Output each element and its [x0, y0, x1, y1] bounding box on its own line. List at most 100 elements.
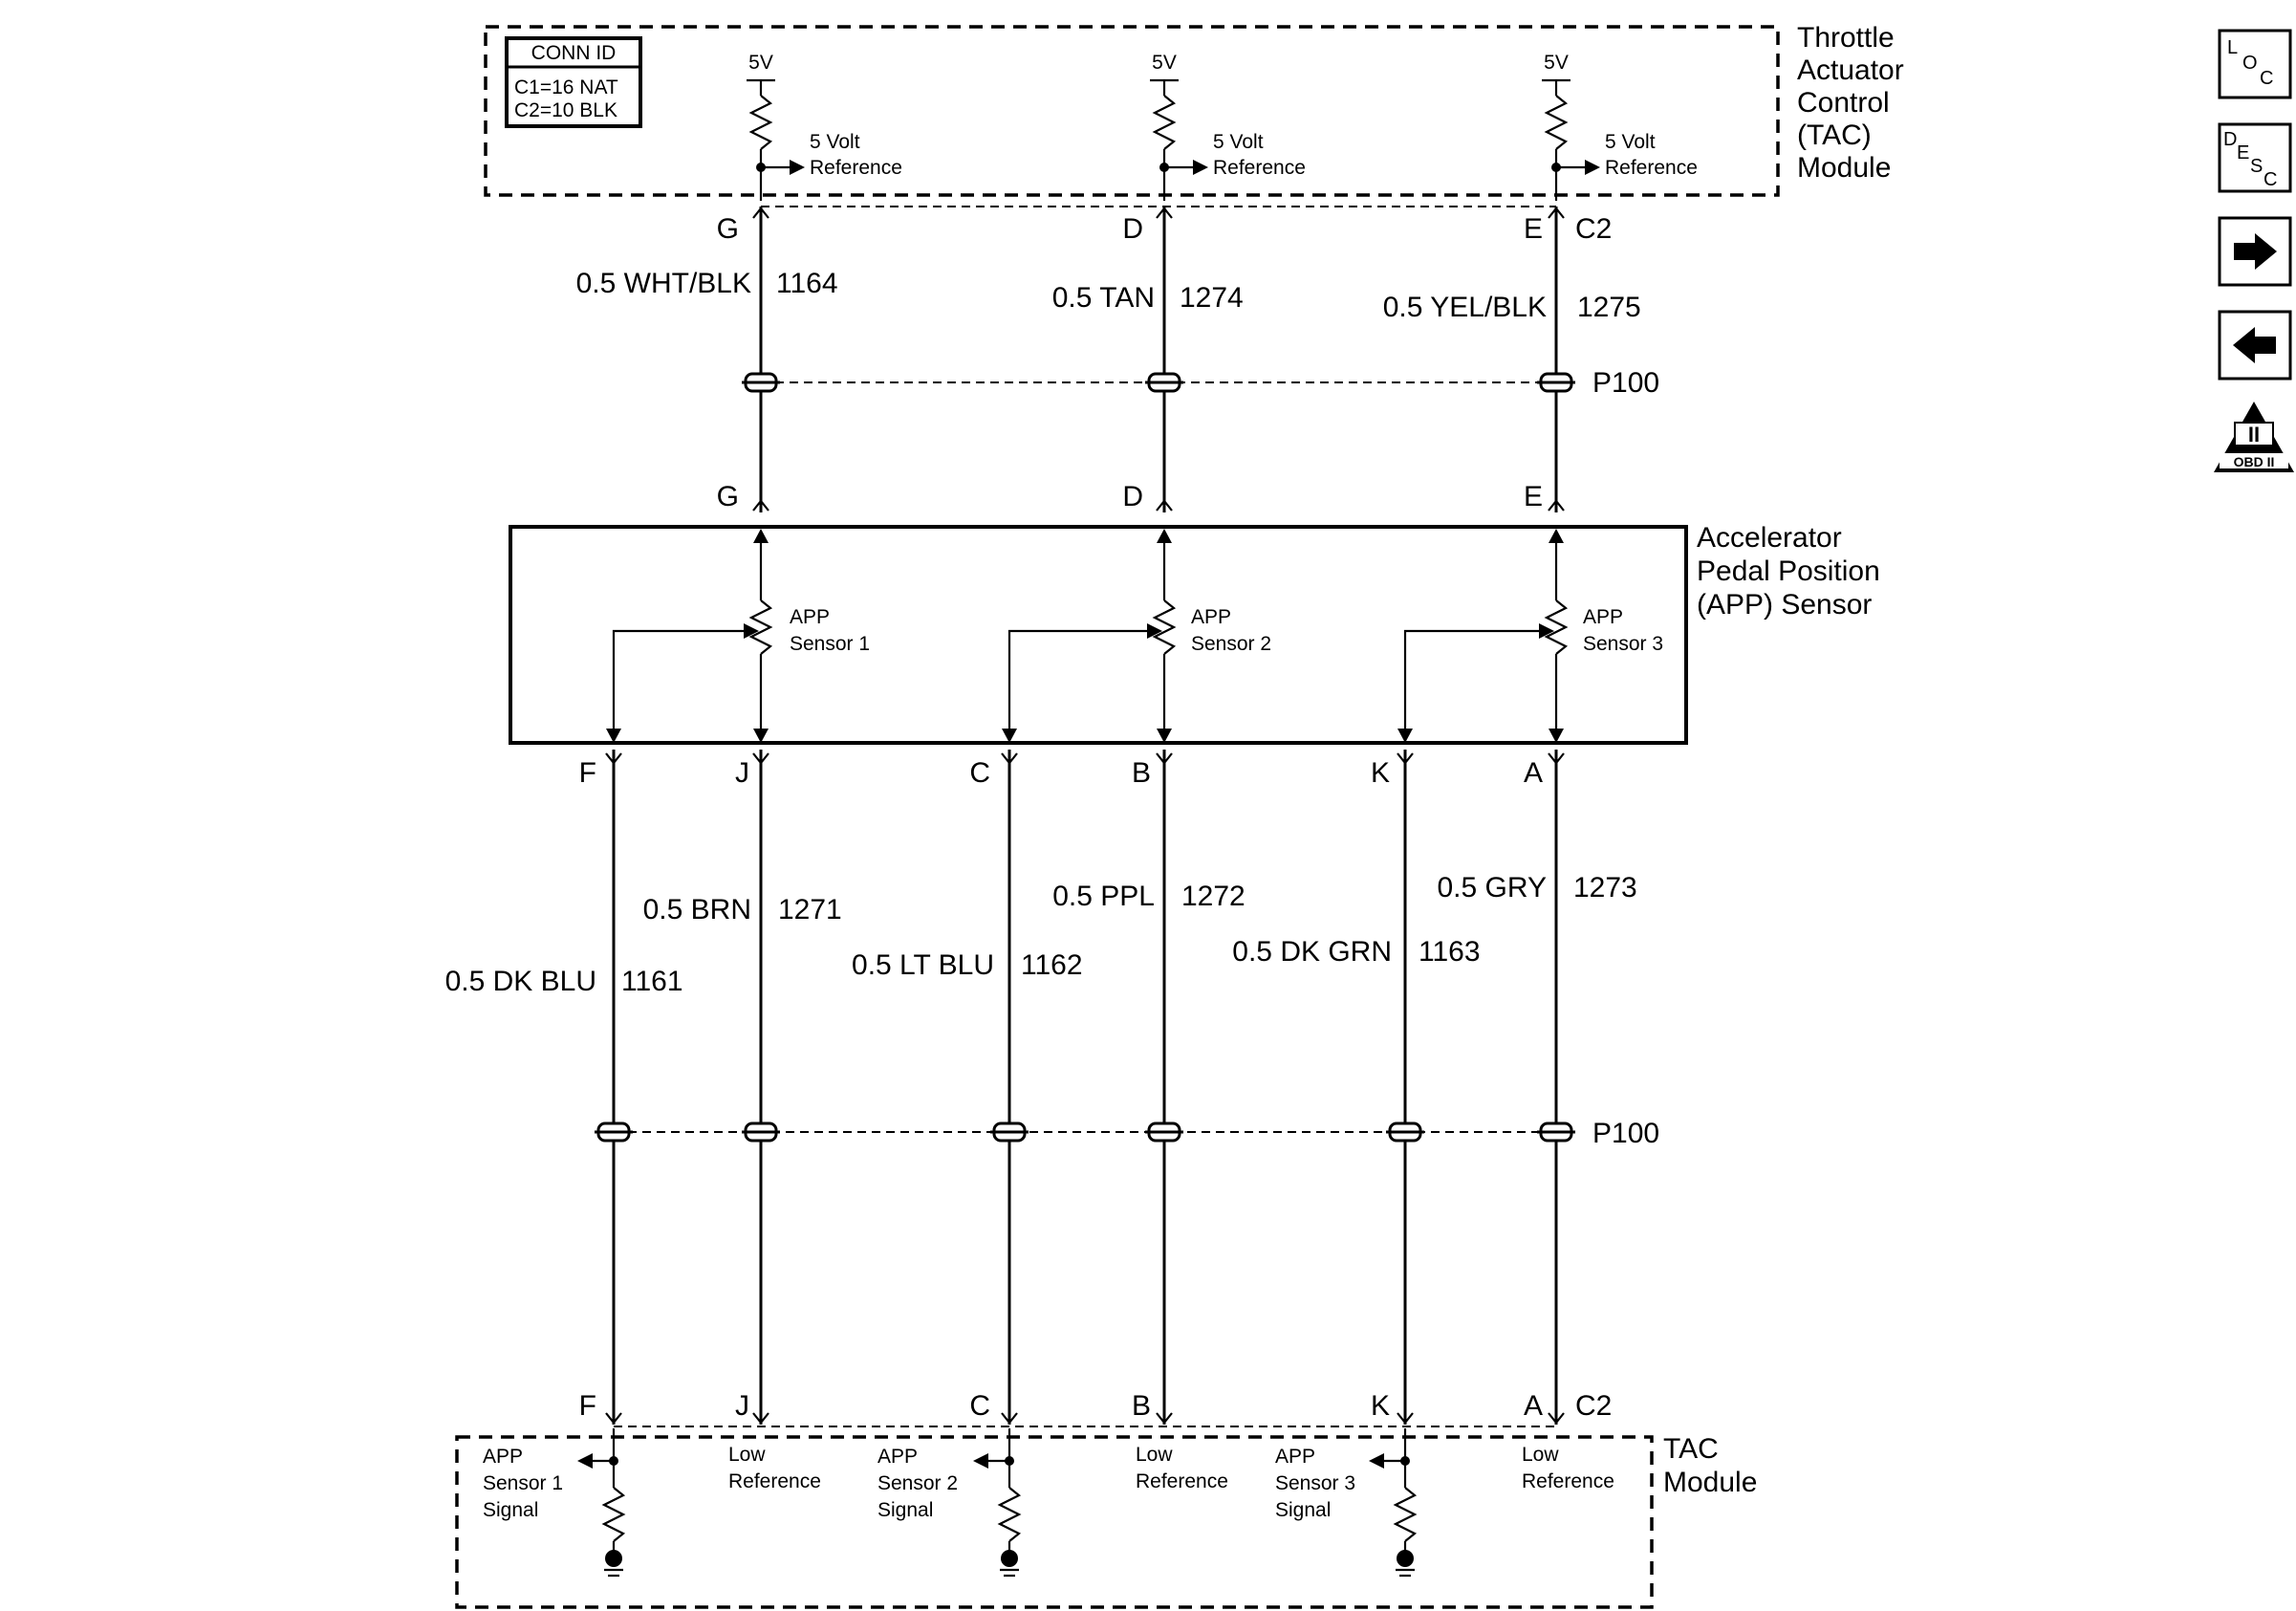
low-ref-3-line2: Reference	[1522, 1470, 1614, 1492]
pin-app-e: E	[1524, 481, 1543, 512]
wire-bottom-j: J 0.5 BRN 1271 J	[643, 750, 842, 1425]
app-sensor-1-line2: Sensor 1	[790, 633, 870, 655]
pin-tac-j: J	[735, 1390, 749, 1422]
back-button[interactable]	[2218, 310, 2292, 381]
pin-top-e: E	[1524, 213, 1543, 245]
app-sensor-2-line2: Sensor 2	[1191, 633, 1271, 655]
desc-d: D	[2223, 129, 2237, 150]
circuit-1274: 1274	[1180, 282, 1244, 314]
tac-signal-1-line3: Signal	[483, 1499, 538, 1521]
loc-button[interactable]: L O C	[2218, 29, 2292, 99]
pin-app-j: J	[735, 757, 749, 789]
wire-bottom-b: B 0.5 PPL 1272 B	[1052, 750, 1245, 1425]
circuit-1273: 1273	[1573, 872, 1637, 903]
wire-bottom-c: C 0.5 LT BLU 1162 C	[852, 750, 1083, 1425]
top-wires: G 0.5 WHT/BLK 1164 G D 0.5 TAN 1274 D E …	[576, 207, 1659, 512]
bottom-wires: F 0.5 DK BLU 1161 F J 0.5 BRN 1271 J C 0…	[445, 750, 1659, 1427]
tac-bottom-title-line-1: TAC	[1663, 1433, 1719, 1465]
ref-label-1-line2: Reference	[810, 157, 902, 179]
ref-label-2-line2: Reference	[1213, 157, 1306, 179]
tac-top-title-line-3: Control	[1797, 87, 1890, 119]
splice-label-bottom: P100	[1592, 1118, 1659, 1149]
ref-circuit-1: 5V 5 Volt Reference	[747, 52, 902, 201]
app-sensor-3-line1: APP	[1583, 606, 1623, 628]
circuit-1163: 1163	[1419, 936, 1481, 968]
loc-c: C	[2260, 68, 2273, 89]
app-sensor-3-line2: Sensor 3	[1583, 633, 1663, 655]
circuit-1164: 1164	[776, 268, 838, 299]
app-sensor-3: APP Sensor 3	[1397, 529, 1663, 743]
tac-signal-2-line1: APP	[877, 1446, 918, 1468]
desc-button[interactable]: D E S C	[2218, 122, 2292, 193]
app-sensor-2-line1: APP	[1191, 606, 1231, 628]
low-ref-2-line2: Reference	[1136, 1470, 1228, 1492]
pin-tac-b: B	[1132, 1390, 1151, 1422]
tac-signal-3-line2: Sensor 3	[1275, 1472, 1355, 1494]
ref-label-1-line1: 5 Volt	[810, 131, 860, 153]
arrow-right-icon	[2234, 233, 2277, 270]
splice-label-top: P100	[1592, 367, 1659, 399]
splice-p100-top: P100	[742, 367, 1659, 399]
loc-o: O	[2242, 53, 2258, 74]
tac-signal-1: APP Sensor 1 Signal	[483, 1428, 626, 1578]
obd-numeral: II	[2248, 423, 2260, 446]
tac-top-title-line-2: Actuator	[1797, 54, 1904, 86]
wire-top-g: G 0.5 WHT/BLK 1164 G	[576, 207, 838, 512]
supply-5v-1: 5V	[748, 52, 773, 74]
desc-e: E	[2237, 142, 2249, 163]
obd-ii-button[interactable]: II OBD II	[2214, 402, 2294, 472]
conn-id-c2: C2=10 BLK	[514, 99, 617, 121]
conn-id-box: CONN ID C1=16 NAT C2=10 BLK	[505, 36, 642, 128]
tac-signal-2: APP Sensor 2 Signal	[877, 1428, 1022, 1578]
ref-circuit-3: 5V 5 Volt Reference	[1542, 52, 1698, 201]
app-sensor-1: APP Sensor 1	[606, 529, 870, 743]
nav-toolbar: L O C D E S C II	[2214, 29, 2294, 472]
wire-bottom-f: F 0.5 DK BLU 1161 F	[445, 750, 683, 1425]
pin-app-d: D	[1122, 481, 1143, 512]
app-title-line-2: Pedal Position	[1697, 555, 1880, 587]
wire-color-1273: 0.5 GRY	[1437, 872, 1547, 903]
circuit-1272: 1272	[1181, 881, 1245, 912]
conn-id-c1: C1=16 NAT	[514, 76, 618, 98]
pin-app-f: F	[579, 757, 596, 789]
pin-app-b: B	[1132, 757, 1151, 789]
low-ref-1-line1: Low	[728, 1444, 766, 1466]
tac-top-title-line-4: (TAC)	[1797, 120, 1872, 151]
wire-bottom-a: A 0.5 GRY 1273 A C2	[1437, 750, 1637, 1425]
tac-signal-1-line1: APP	[483, 1446, 523, 1468]
wire-color-1164: 0.5 WHT/BLK	[576, 268, 751, 299]
wire-color-1163: 0.5 DK GRN	[1232, 936, 1392, 968]
tac-top-title-line-1: Throttle	[1797, 22, 1895, 54]
pin-app-k: K	[1371, 757, 1390, 789]
tac-module-bottom: TAC Module APP Sensor 1 Signal	[455, 1428, 1757, 1609]
circuit-1161: 1161	[621, 966, 683, 997]
pin-top-d: D	[1122, 213, 1143, 245]
pin-top-g: G	[717, 213, 739, 245]
tac-signal-2-line3: Signal	[877, 1499, 933, 1521]
wire-color-1271: 0.5 BRN	[643, 894, 751, 925]
wire-top-d: D 0.5 TAN 1274 D	[1052, 207, 1244, 512]
wire-top-e: E C2 0.5 YEL/BLK 1275 E	[1383, 207, 1641, 512]
conn-id-header: CONN ID	[531, 42, 617, 64]
supply-5v-2: 5V	[1152, 52, 1177, 74]
circuit-1162: 1162	[1021, 949, 1083, 981]
tac-bottom-title-line-2: Module	[1663, 1467, 1757, 1498]
pin-app-a: A	[1524, 757, 1543, 789]
low-ref-1-line2: Reference	[728, 1470, 821, 1492]
desc-c: C	[2264, 169, 2277, 190]
low-ref-2-line1: Low	[1136, 1444, 1173, 1466]
app-title-line-1: Accelerator	[1697, 522, 1842, 554]
tac-signal-3-line3: Signal	[1275, 1499, 1331, 1521]
ref-label-3-line2: Reference	[1605, 157, 1698, 179]
next-button[interactable]	[2218, 216, 2292, 287]
pin-app-g: G	[717, 481, 739, 512]
splice-p100-bottom: P100	[595, 1118, 1659, 1149]
tac-signal-3: APP Sensor 3 Signal	[1275, 1428, 1418, 1578]
wire-bottom-k: K 0.5 DK GRN 1163 K	[1232, 750, 1481, 1425]
wire-color-1162: 0.5 LT BLU	[852, 949, 994, 981]
tac-signal-1-line2: Sensor 1	[483, 1472, 563, 1494]
desc-s: S	[2250, 156, 2263, 177]
pin-tac-f: F	[579, 1390, 596, 1422]
low-ref-3-line1: Low	[1522, 1444, 1559, 1466]
